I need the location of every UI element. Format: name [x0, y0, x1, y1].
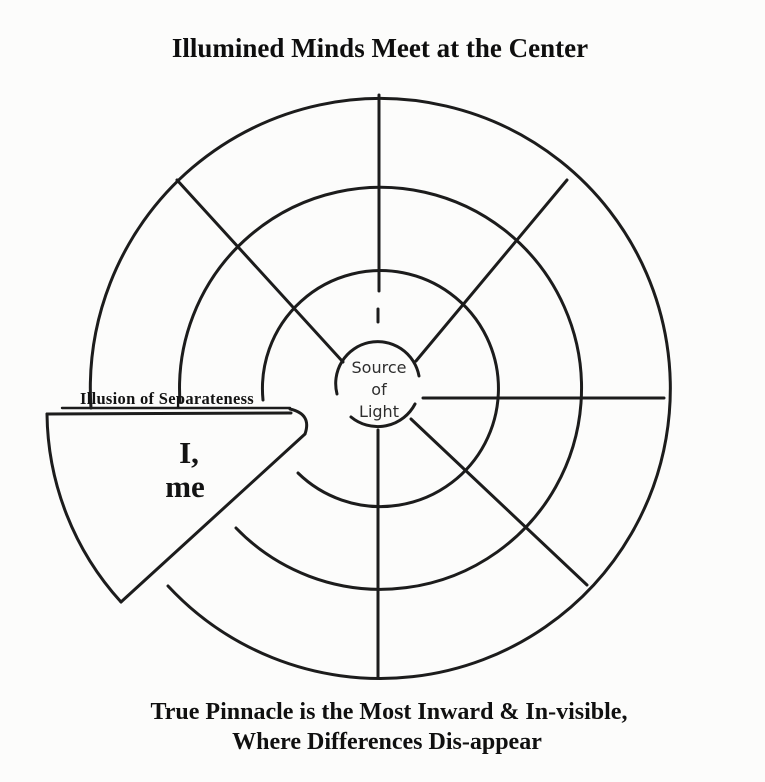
separated-wedge: Illusion of Separateness I, me [45, 389, 309, 604]
wedge-edge-label: Illusion of Separateness [80, 389, 254, 408]
spoke-northwest [175, 178, 345, 364]
center-circle [334, 340, 421, 429]
center-label-line2: of [371, 380, 387, 399]
spoke-southeast [409, 417, 589, 587]
center-circle-bottom-arc [349, 402, 417, 429]
wedge-outer-arc [45, 412, 123, 604]
wedge-text-line2: me [165, 469, 205, 504]
caption-line2: Where Differences Dis-appear [232, 729, 542, 755]
ring-outer [88, 97, 672, 680]
wedge-tip-arc [288, 407, 309, 436]
wedge-text-line1: I, [179, 435, 199, 470]
center-label: Source of Light [352, 358, 407, 421]
spokes [175, 93, 666, 679]
ring-middle [178, 185, 583, 591]
center-label-line3: Light [359, 402, 399, 421]
center-circle-top-arc [334, 340, 421, 396]
ring-inner [260, 269, 500, 509]
caption-line1: True Pinnacle is the Most Inward & In-vi… [151, 699, 628, 725]
spoke-northeast [414, 178, 569, 363]
center-label-line1: Source [352, 358, 407, 377]
wedge-lower-edge [119, 432, 307, 604]
concentric-rings [88, 97, 672, 680]
bottom-caption: True Pinnacle is the Most Inward & In-vi… [151, 699, 628, 755]
wedge-top-edge [45, 411, 293, 416]
page-title: Illumined Minds Meet at the Center [172, 33, 588, 63]
